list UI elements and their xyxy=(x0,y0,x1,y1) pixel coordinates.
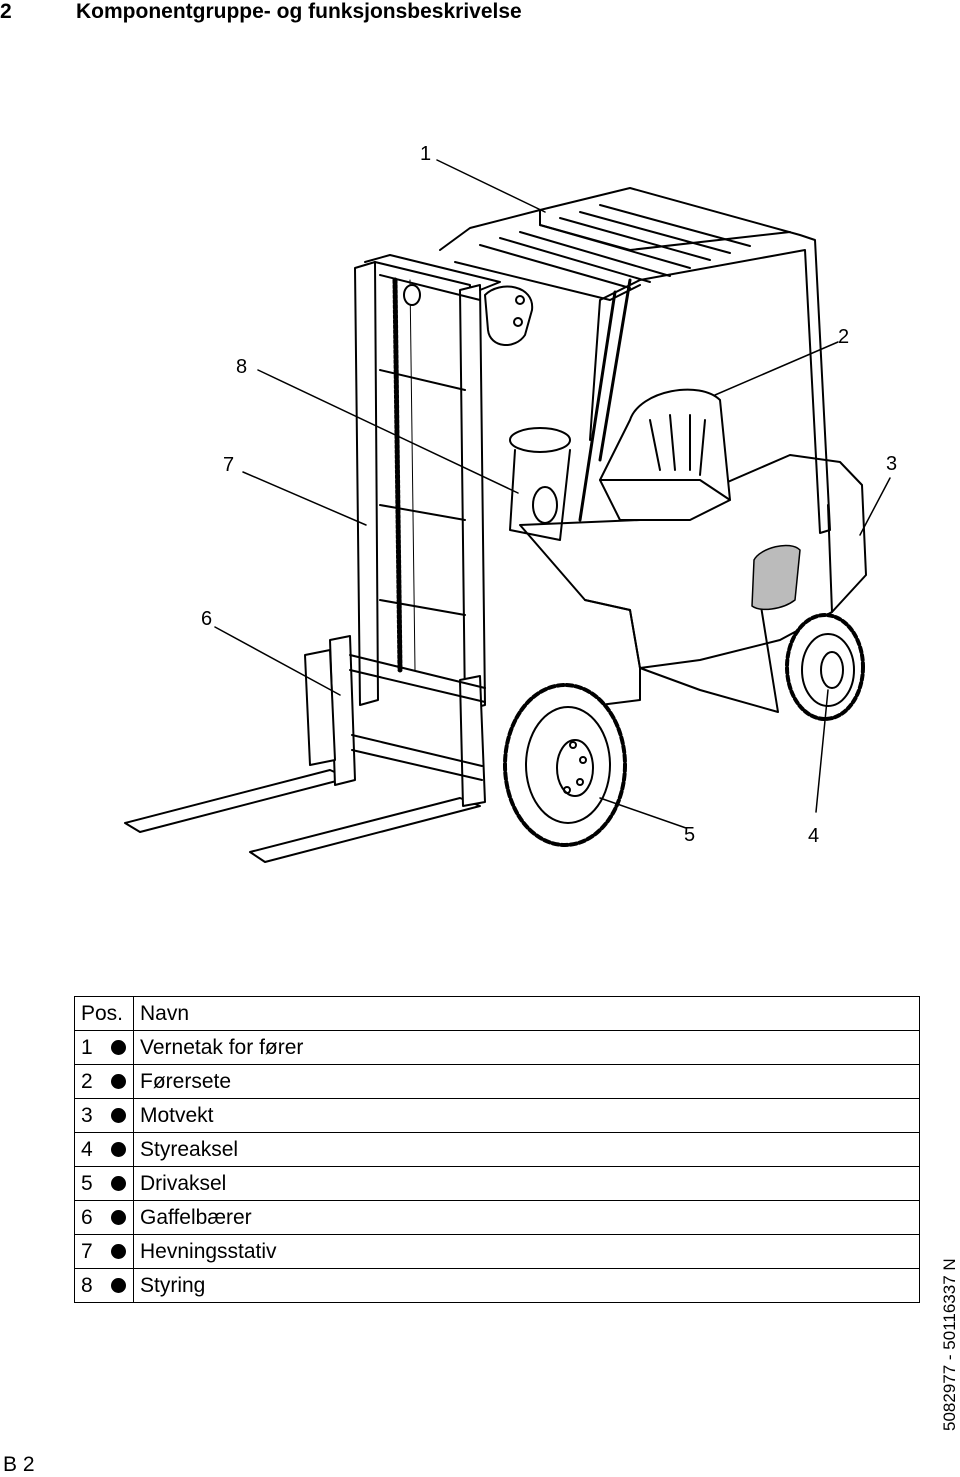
callout-5: 5 xyxy=(684,824,696,846)
table-row: 1 Vernetak for fører xyxy=(74,1030,920,1065)
drive-wheel xyxy=(503,683,627,847)
table-row: 2 Førersete xyxy=(74,1064,920,1099)
bullet-icon xyxy=(104,1098,134,1133)
table-row: 5 Drivaksel xyxy=(74,1166,920,1201)
callout-2: 2 xyxy=(838,326,850,348)
row-name: Gaffelbærer xyxy=(133,1200,920,1235)
callout-1: 1 xyxy=(420,143,432,165)
bullet-icon xyxy=(104,1200,134,1235)
callout-4: 4 xyxy=(808,825,820,847)
header-name: Navn xyxy=(133,996,920,1031)
forks xyxy=(124,769,481,863)
row-pos: 6 xyxy=(74,1200,104,1235)
table-header-row: Pos. Navn xyxy=(74,996,920,1031)
document-id: 5082977 - 50116337 N xyxy=(940,1258,959,1431)
table-row: 4 Styreaksel xyxy=(74,1132,920,1167)
leader-lines xyxy=(214,159,891,829)
row-pos: 5 xyxy=(74,1166,104,1201)
bullet-icon xyxy=(104,1064,134,1099)
bullet-icon xyxy=(104,1234,134,1269)
fork-carriage xyxy=(304,635,486,807)
row-name: Hevningsstativ xyxy=(133,1234,920,1269)
callout-8: 8 xyxy=(236,356,248,378)
table-row: 7 Hevningsstativ xyxy=(74,1234,920,1269)
table-row: 6 Gaffelbærer xyxy=(74,1200,920,1235)
row-name: Styring xyxy=(133,1268,920,1303)
header-pos: Pos. xyxy=(74,996,134,1031)
row-name: Styreaksel xyxy=(133,1132,920,1167)
row-pos: 2 xyxy=(74,1064,104,1099)
bullet-icon xyxy=(104,1268,134,1303)
row-pos: 7 xyxy=(74,1234,104,1269)
callout-7: 7 xyxy=(223,454,235,476)
row-pos: 8 xyxy=(74,1268,104,1303)
operator-seat xyxy=(599,388,731,521)
table-row: 8 Styring xyxy=(74,1268,920,1303)
mast xyxy=(354,254,534,711)
bullet-icon xyxy=(104,1132,134,1167)
steer-wheel xyxy=(785,613,865,721)
forklift-illustration xyxy=(124,159,891,863)
overhead-guard xyxy=(439,187,831,534)
section-title: Komponentgruppe- og funksjonsbeskrivelse xyxy=(76,0,522,23)
row-pos: 1 xyxy=(74,1030,104,1065)
parts-table: Pos. Navn 1 Vernetak for fører 2 Førerse… xyxy=(74,996,920,1303)
row-pos: 4 xyxy=(74,1132,104,1167)
row-name: Motvekt xyxy=(133,1098,920,1133)
table-row: 3 Motvekt xyxy=(74,1098,920,1133)
row-name: Drivaksel xyxy=(133,1166,920,1201)
bullet-icon xyxy=(104,1166,134,1201)
row-name: Vernetak for fører xyxy=(133,1030,920,1065)
row-name: Førersete xyxy=(133,1064,920,1099)
page-label: B 2 xyxy=(3,1453,35,1476)
bullet-icon xyxy=(104,1030,134,1065)
callout-6: 6 xyxy=(201,608,213,630)
callout-3: 3 xyxy=(886,453,898,475)
row-pos: 3 xyxy=(74,1098,104,1133)
section-number: 2 xyxy=(0,0,12,23)
